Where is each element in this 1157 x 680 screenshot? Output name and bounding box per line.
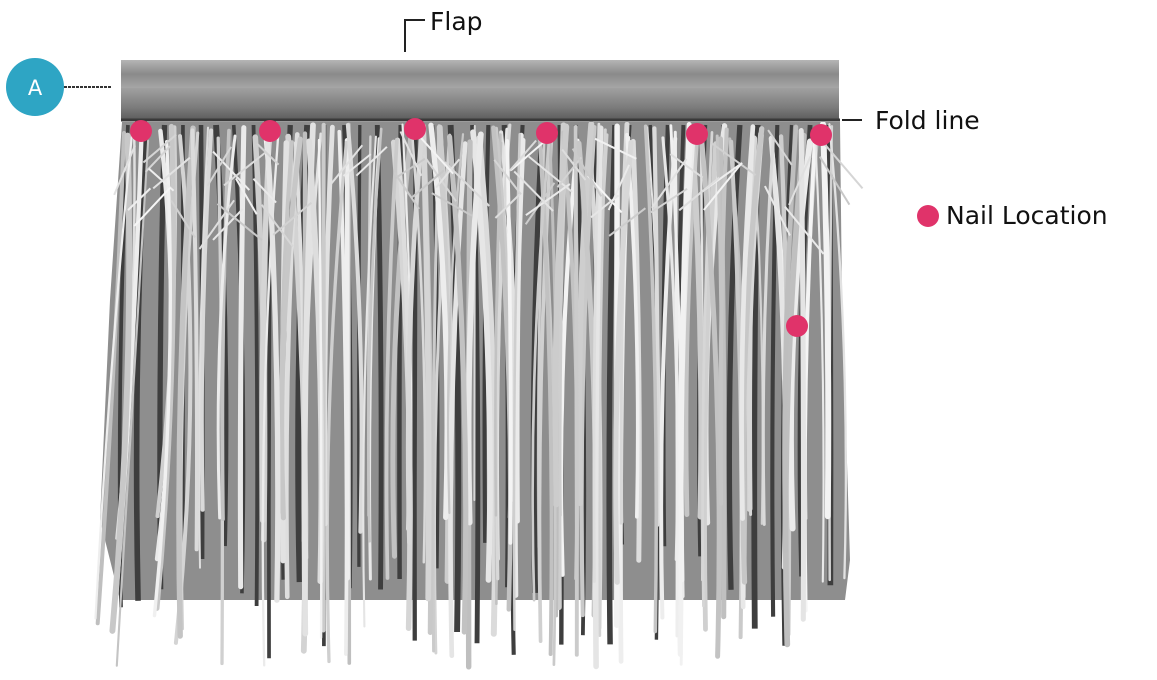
fold-line-label: Fold line [875,106,980,135]
nail-marker [786,315,808,337]
nail-marker [404,118,426,140]
nail-marker [686,123,708,145]
legend: Nail Location [917,201,1108,230]
thatch-strand [576,127,577,655]
flap-upper-band [121,60,839,88]
flap-callout: Flap [405,7,483,52]
nail-marker [810,124,832,146]
nail-marker [536,122,558,144]
nail-marker [259,120,281,142]
flap-lower-band [121,88,839,120]
flap-bracket [405,20,425,52]
fold-line-callout: Fold line [842,106,980,135]
thatch-strand [801,131,803,620]
thatch-fringe [96,122,863,667]
flap-label: Flap [430,7,483,36]
nail-marker [130,120,152,142]
legend-nail-swatch [917,205,939,227]
callout-badge-a: A [6,58,112,116]
flap [121,60,840,120]
badge-label: A [28,76,43,100]
legend-nail-label: Nail Location [946,201,1108,230]
